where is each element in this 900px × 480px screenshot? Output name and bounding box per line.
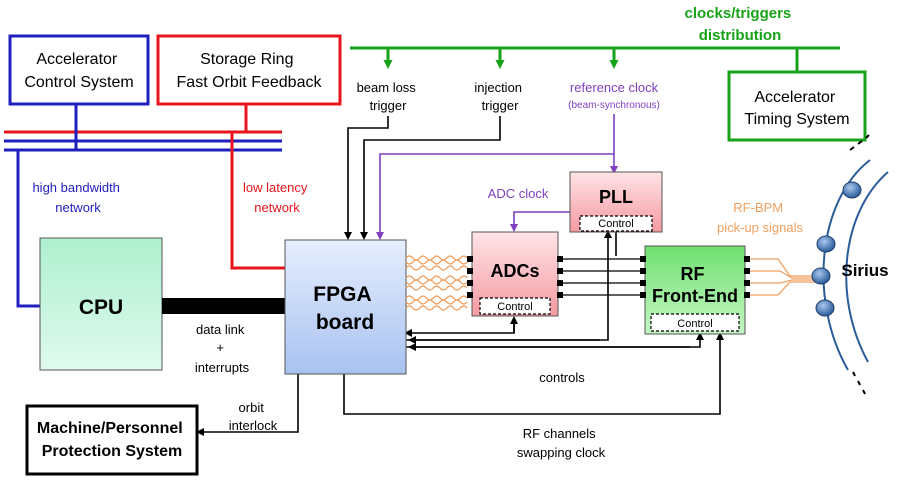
injection-trigger-label: injection trigger <box>474 80 525 113</box>
control-lines <box>196 116 724 436</box>
protection-system-box <box>25 404 199 476</box>
fast-orbit-feedback-box <box>156 34 342 106</box>
sirius-bpm-pickups <box>811 181 862 317</box>
pll-control-label: Control <box>598 218 633 230</box>
fpga-board-label: FPGA board <box>313 283 376 334</box>
controls-label: controls <box>539 370 585 385</box>
fast-orbit-feedback-label: Storage Ring Fast Orbit Feedback <box>177 51 323 91</box>
clock-trigger-bus <box>350 46 840 72</box>
adcs-control-label: Control <box>497 301 532 313</box>
rf-front-end-ports <box>640 256 750 298</box>
adc-data-streams <box>405 255 468 311</box>
rf-swapping-clock-label: RF channels swapping clock <box>517 426 606 460</box>
pickup-signal-lines <box>750 258 820 296</box>
clock-lines <box>376 114 618 240</box>
rf-analog-lines <box>563 258 640 296</box>
reference-clock-sublabel: (beam-synchronous) <box>568 100 660 111</box>
timing-system-box <box>727 70 867 142</box>
sirius-label: Sirius <box>841 261 888 280</box>
low-latency-network-label: low latency network <box>243 180 311 215</box>
reference-clock-label: reference clock <box>570 80 659 95</box>
pll-control-box <box>579 215 653 232</box>
adcs-label: ADCs <box>490 261 539 281</box>
rf-front-end-label: RF Front-End <box>652 264 738 306</box>
cpu-box <box>39 237 163 371</box>
cpu-label: CPU <box>79 296 123 319</box>
rf-bpm-label: RF-BPM pick-up signals <box>717 200 803 235</box>
data-link-bar <box>162 298 285 314</box>
sirius-ring <box>822 134 889 395</box>
orbit-interlock-label: orbit interlock <box>229 400 278 433</box>
protection-system-label: Machine/Personnel Protection System <box>37 420 187 460</box>
rf-control-label: Control <box>677 318 712 330</box>
beam-loss-trigger-label: beam loss trigger <box>357 80 420 113</box>
high-bandwidth-network-label: high bandwidth network <box>32 180 123 215</box>
data-link-label: data link + interrupts <box>195 322 250 375</box>
adc-clock-label: ADC clock <box>488 186 549 201</box>
rf-control-box <box>650 313 740 332</box>
accelerator-control-system-box <box>8 34 150 106</box>
clocks-triggers-label: clocks/triggers distribution <box>685 5 796 44</box>
pll-label: PLL <box>599 187 633 207</box>
network-buses <box>4 105 285 308</box>
adcs-control-box <box>479 297 551 315</box>
accelerator-control-system-label: Accelerator Control System <box>24 51 133 91</box>
fpga-board-box <box>284 239 407 375</box>
timing-system-label: Accelerator Timing System <box>744 89 849 128</box>
adcs-ports <box>467 256 563 298</box>
